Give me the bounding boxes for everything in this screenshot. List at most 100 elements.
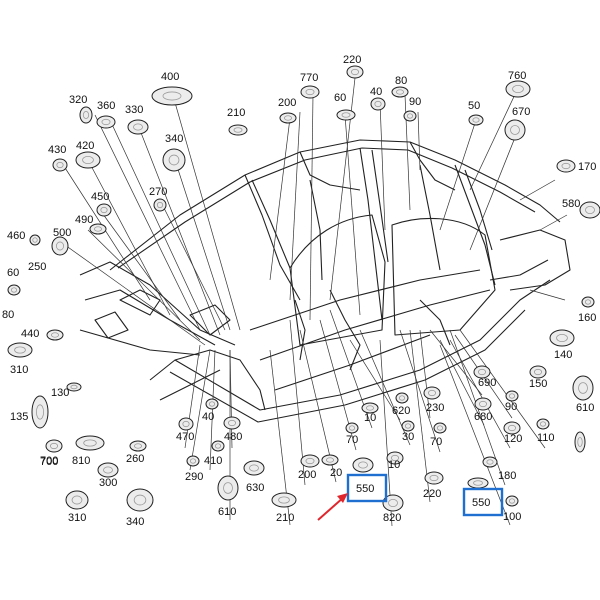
grommet-plug-icon	[433, 422, 447, 434]
part-label: 400	[161, 71, 179, 83]
part-label: 430	[48, 144, 66, 156]
grommet-inner-ring	[486, 459, 494, 465]
grommet-plug-icon	[65, 490, 89, 510]
grommet-inner-ring	[473, 480, 483, 486]
part-label: 20	[330, 467, 342, 479]
part-label: 360	[97, 100, 115, 112]
grommet-plug-icon	[7, 342, 33, 358]
leader-line	[137, 124, 221, 336]
leader-line	[429, 329, 483, 396]
grommet-inner-ring	[325, 457, 334, 463]
grommet-inner-ring	[365, 405, 374, 411]
part-label: 680	[474, 411, 492, 423]
part-label: 340	[126, 516, 144, 528]
grommet-inner-ring	[305, 457, 315, 465]
grommet-plug-icon	[129, 440, 147, 452]
part-label: 410	[204, 455, 222, 467]
part-label: 320	[69, 94, 87, 106]
highlight-label: 550	[472, 497, 490, 509]
grommet-plug-icon	[243, 460, 265, 476]
grommet-plug-icon	[536, 418, 550, 430]
grommet-plug-icon	[75, 151, 101, 169]
part-label: 140	[554, 349, 572, 361]
part-label: 310	[68, 512, 86, 524]
part-label: 630	[246, 482, 264, 494]
grommet-plug-icon	[474, 397, 492, 411]
grommet-inner-ring	[388, 498, 398, 507]
grommet-inner-ring	[70, 384, 78, 390]
grommet-inner-ring	[427, 389, 436, 397]
leader-line	[519, 179, 556, 201]
grommet-inner-ring	[429, 474, 439, 482]
grommet-inner-ring	[83, 439, 97, 447]
part-label: 770	[300, 72, 318, 84]
part-label: 80	[395, 75, 407, 87]
part-label: 100	[503, 511, 521, 523]
grommet-plug-icon	[279, 112, 297, 124]
grommet-plug-icon	[31, 395, 49, 429]
leader-line	[159, 199, 226, 331]
part-label: 300	[99, 477, 117, 489]
highlight-box	[346, 473, 388, 503]
part-label: 810	[72, 455, 90, 467]
grommet-plug-icon	[153, 198, 167, 212]
grommet-inner-ring	[168, 154, 180, 166]
part-label: 700	[40, 455, 58, 467]
grommet-plug-icon	[336, 109, 356, 121]
part-label: 610	[218, 506, 236, 518]
grommet-plug-icon	[361, 402, 379, 414]
grommet-inner-ring	[561, 162, 571, 170]
grommet-plug-icon	[401, 420, 415, 432]
leader-line	[439, 344, 511, 526]
leader-line	[399, 329, 441, 453]
grommet-inner-ring	[477, 368, 486, 376]
grommet-plug-icon	[581, 296, 595, 308]
part-label: 70	[430, 436, 442, 448]
grommet-inner-ring	[208, 401, 216, 407]
grommet-inner-ring	[162, 91, 182, 101]
leader-line	[87, 229, 201, 341]
part-label: 820	[383, 512, 401, 524]
part-label: 220	[343, 54, 361, 66]
grommet-plug-icon	[549, 329, 575, 347]
leader-line	[309, 94, 314, 321]
grommet-plug-icon	[228, 124, 248, 136]
part-icons	[7, 65, 600, 512]
grommet-inner-ring	[585, 205, 595, 214]
part-labels: 400 320 360 330 340 430 420 450 270 490 …	[2, 54, 596, 528]
car-body-drawing	[79, 139, 571, 423]
grommet-plug-icon	[572, 375, 594, 401]
grommet-plug-icon	[370, 97, 386, 111]
part-label: 580	[562, 198, 580, 210]
grommet-inner-ring	[556, 333, 568, 342]
grommet-plug-icon	[126, 488, 154, 512]
part-label: 470	[176, 431, 194, 443]
part-label: 620	[392, 405, 410, 417]
grommet-plug-icon	[300, 85, 320, 99]
grommet-plug-icon	[52, 158, 68, 172]
grommet-inner-ring	[539, 421, 547, 427]
grommet-inner-ring	[472, 117, 480, 123]
grommet-plug-icon	[300, 454, 320, 468]
grommet-plug-icon	[151, 86, 193, 106]
part-label: 40	[202, 411, 214, 423]
leader-line	[94, 114, 201, 331]
grommet-inner-ring	[283, 115, 292, 121]
part-label: 230	[426, 402, 444, 414]
grommet-plug-icon	[556, 159, 576, 173]
grommet-inner-ring	[358, 461, 368, 469]
grommet-plug-icon	[211, 440, 225, 452]
grommet-plug-icon	[127, 119, 149, 135]
grommet-inner-ring	[578, 382, 588, 394]
grommet-inner-ring	[350, 68, 359, 76]
highlighted-callouts: 550 550	[317, 473, 504, 521]
leader-line	[419, 329, 431, 419]
grommet-plug-icon	[96, 203, 112, 217]
part-label: 70	[346, 434, 358, 446]
grommet-inner-ring	[182, 420, 190, 428]
part-label: 290	[185, 471, 203, 483]
part-label: 40	[370, 86, 382, 98]
grommet-plug-icon	[574, 431, 586, 453]
